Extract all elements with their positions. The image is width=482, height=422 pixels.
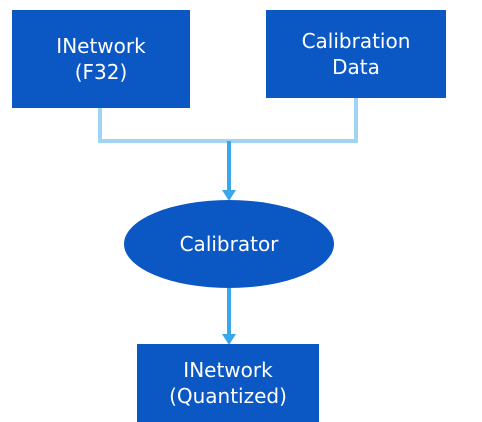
arrow-to-output-network xyxy=(222,288,236,345)
input-network-node: INetwork (F32) xyxy=(12,10,190,108)
calibration-data-line2: Data xyxy=(332,55,380,79)
calibration-data-line1: Calibration xyxy=(301,29,411,53)
input-network-title: INetwork xyxy=(56,34,146,58)
output-network-title: INetwork xyxy=(183,358,273,382)
output-network-node: INetwork (Quantized) xyxy=(137,344,319,422)
calibrator-node: Calibrator xyxy=(124,200,334,288)
output-network-precision: (Quantized) xyxy=(169,384,287,408)
arrow-to-calibrator xyxy=(222,141,236,201)
calibration-data-node: Calibration Data xyxy=(266,10,446,98)
calibrator-label: Calibrator xyxy=(179,232,279,256)
input-network-precision: (F32) xyxy=(74,60,128,84)
